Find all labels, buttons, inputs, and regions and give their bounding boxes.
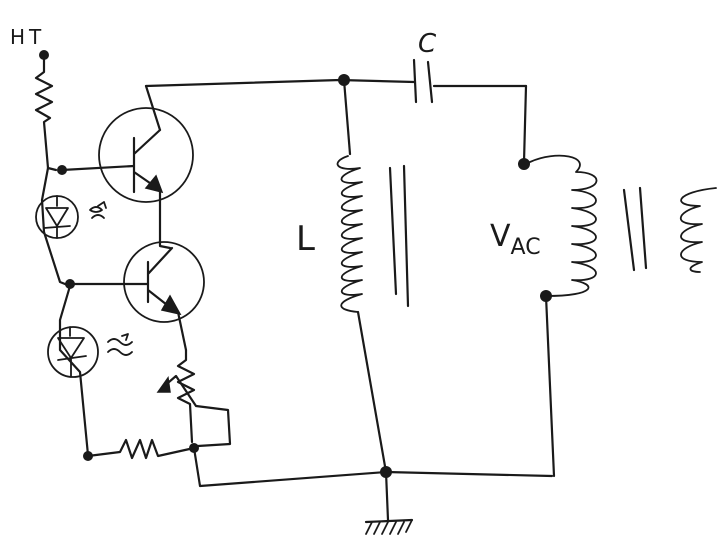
inductor-label: L <box>296 219 315 259</box>
q1-emitter-wire <box>158 188 172 250</box>
output-voltage-symbol: V <box>490 219 511 254</box>
right-top-wire <box>522 84 528 164</box>
capacitor-label: C <box>418 29 437 59</box>
transformer <box>529 154 717 297</box>
output-voltage-subscript: AC <box>511 235 541 260</box>
light-symbol-2 <box>107 333 133 356</box>
q1-collector-wire <box>144 84 162 132</box>
ht-label: HT <box>10 25 45 49</box>
transistor-q2 <box>123 241 205 323</box>
ht-terminal <box>39 50 49 60</box>
output-voltage-label: VAC <box>490 219 541 260</box>
light-symbol-1 <box>89 201 107 219</box>
q2-emitter-wire <box>176 310 188 352</box>
zener-diode-1 <box>35 195 79 239</box>
bottom-rail-wire <box>192 446 554 488</box>
zener-diode-2 <box>47 326 99 378</box>
ground-symbol <box>364 470 414 535</box>
capacitor <box>412 58 434 104</box>
inductor <box>336 78 410 474</box>
transistor-q1 <box>98 107 194 203</box>
right-bottom-wire <box>544 294 556 478</box>
ht-resistor <box>34 58 54 170</box>
potentiometer <box>156 348 232 448</box>
top-rail-wire <box>144 78 528 88</box>
bottom-resistor <box>86 438 196 460</box>
transformer-terminal-top <box>518 158 530 170</box>
base-wire-1 <box>60 164 136 172</box>
